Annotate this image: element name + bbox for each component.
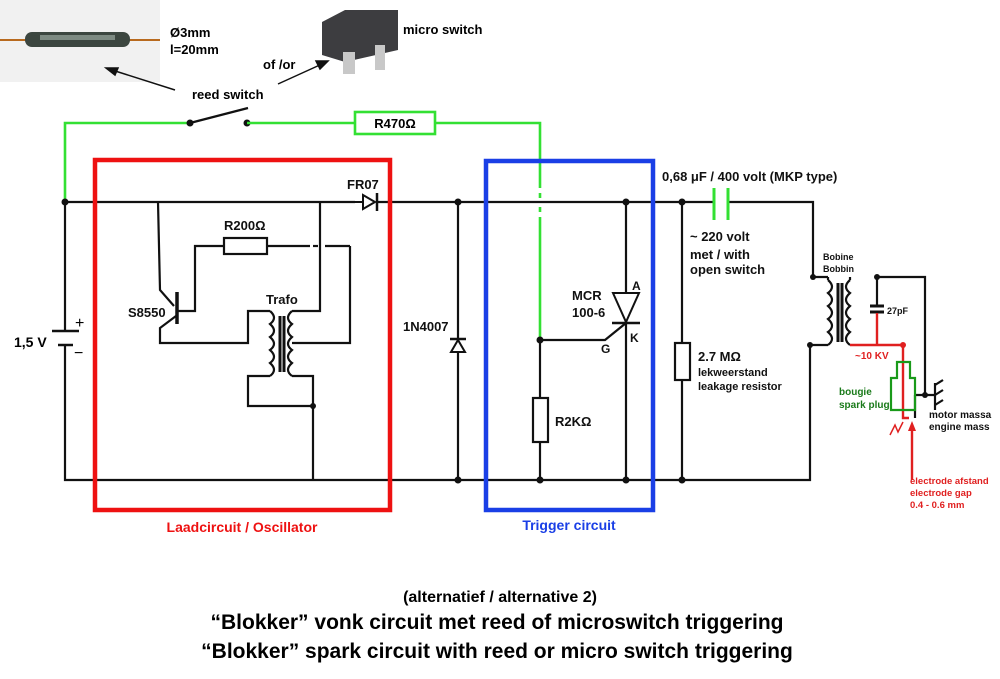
trigger-block [483,158,656,513]
micro-switch-photo [322,10,398,74]
caption-subtitle: (alternatief / alternative 2) [403,589,597,606]
hv-wire [850,313,914,480]
s8550-label: S8550 [128,305,166,320]
reed-diameter: Ø3mm [170,25,210,40]
fr07-diode [355,193,379,211]
minus-sign: − [74,345,83,362]
plug-label-1: bougie [839,387,872,398]
bobine-label-2: Bobbin [823,264,854,274]
junction-dots [61,198,928,484]
micro-switch-label: micro switch [403,22,483,37]
trafo-label: Trafo [266,292,298,307]
1n4007-label: 1N4007 [403,319,449,334]
r200-resistor [222,236,269,256]
r470-label: R470Ω [374,116,416,131]
gap-arrow [908,421,916,431]
cathode-label: K [630,331,639,345]
mass-label-2: engine mass [929,422,990,433]
bobine-label-1: Bobine [823,252,854,262]
1n4007-diode [449,337,467,353]
reed-switch-label: reed switch [192,87,264,102]
fr07-label: FR07 [347,177,379,192]
battery-label: 1,5 V [14,334,47,350]
oscillator-block [92,157,393,513]
gap-label-3: 0.4 - 0.6 mm [910,500,964,511]
cap-label: 0,68 μF / 400 volt (MKP type) [662,169,837,184]
gap-label-2: electrode gap [910,488,972,499]
r2k-label: R2KΩ [555,414,591,429]
mcr-label-2: 100-6 [572,305,605,320]
battery-symbol [52,329,79,347]
plus-sign: + [75,315,84,332]
main-capacitor [712,188,730,220]
r2k-resistor [531,396,550,444]
volt-label-2: met / with [690,247,750,262]
gap-label-1: electrode afstand [910,476,989,487]
gate-label: G [601,342,610,356]
trigger-wire [63,106,542,338]
reed-length: l=20mm [170,42,219,57]
mcr-label-1: MCR [572,288,602,303]
r27m-label-1: 2.7 MΩ [698,349,741,364]
reed-switch-photo [0,0,160,82]
scr-thyristor [611,292,641,325]
caption-english: “Blokker” spark circuit with reed or mic… [201,640,793,663]
volt-label-1: ~ 220 volt [690,229,750,244]
r27m-label-2: lekweerstand [698,367,768,379]
mass-label-1: motor massa [929,410,992,421]
anode-label: A [632,279,641,293]
kv-label: ~10 KV [855,351,889,362]
r200-label: R200Ω [224,218,266,233]
volt-label-3: open switch [690,262,765,277]
r27m-label-3: leakage resistor [698,381,782,393]
or-label: of /or [263,57,296,72]
cap-27pf-label: 27pF [887,306,909,316]
reed-switch-symbol [189,106,249,125]
trigger-label: Trigger circuit [522,517,616,533]
wiring [63,200,944,482]
r27m-resistor [673,341,692,382]
plug-label-2: spark plug [839,400,890,411]
spark-plug-symbol [889,360,917,412]
oscillator-label: Laadcircuit / Oscillator [167,519,318,535]
caption-dutch: “Blokker” vonk circuit met reed of micro… [211,611,784,634]
pointer-arrows [103,60,330,91]
